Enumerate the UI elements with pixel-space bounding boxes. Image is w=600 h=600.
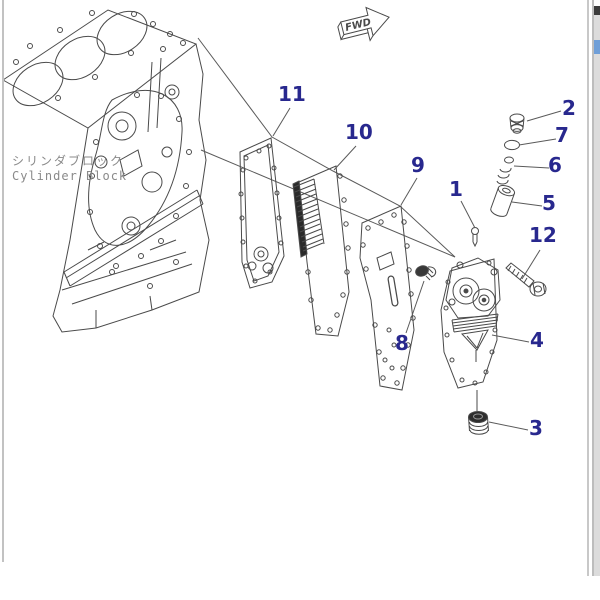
scrollbar-gap bbox=[594, 0, 600, 6]
scrollbar-thumb[interactable] bbox=[594, 40, 600, 54]
left-page-border bbox=[2, 0, 4, 562]
callout-part-3[interactable]: 3 bbox=[529, 416, 543, 440]
spring-part-6-drawing bbox=[496, 156, 514, 185]
plug-part-8-drawing bbox=[415, 265, 437, 281]
cylinder-block-label-en: Cylinder Block bbox=[12, 169, 128, 183]
callout-part-6[interactable]: 6 bbox=[548, 153, 562, 177]
scrollbar-track[interactable] bbox=[594, 0, 600, 576]
cylinder-block-label: シリンダブロック Cylinder Block bbox=[12, 154, 127, 184]
screw-part-1-drawing bbox=[471, 227, 479, 248]
gasket-part-drawing bbox=[238, 137, 285, 289]
oil-cooler-core-drawing bbox=[292, 165, 351, 337]
callout-part-7[interactable]: 7 bbox=[555, 123, 569, 147]
callout-part-11[interactable]: 11 bbox=[278, 82, 306, 106]
callout-part-9[interactable]: 9 bbox=[411, 153, 425, 177]
fwd-arrow: FWD bbox=[337, 6, 390, 42]
callout-part-1[interactable]: 1 bbox=[449, 177, 463, 201]
scrollbar-button[interactable] bbox=[594, 6, 600, 15]
callout-part-8[interactable]: 8 bbox=[395, 331, 409, 355]
callout-leader-lines bbox=[272, 107, 562, 431]
plug-part-2-drawing bbox=[509, 113, 525, 134]
callout-part-10[interactable]: 10 bbox=[345, 120, 373, 144]
oil-cooler-cover-assembly-drawing bbox=[440, 257, 501, 411]
callout-part-4[interactable]: 4 bbox=[530, 328, 544, 352]
bolt-part-12-drawing bbox=[505, 262, 547, 297]
right-page-border bbox=[587, 0, 589, 576]
callout-part-5[interactable]: 5 bbox=[542, 191, 556, 215]
callout-part-2[interactable]: 2 bbox=[562, 96, 576, 120]
plug-part-3-drawing bbox=[468, 411, 489, 435]
callout-part-12[interactable]: 12 bbox=[529, 223, 557, 247]
cover-plate-drawing bbox=[359, 205, 416, 391]
cylinder-block-drawing bbox=[2, 9, 210, 333]
valve-part-5-drawing bbox=[490, 184, 516, 217]
washer-part-7-drawing bbox=[504, 139, 520, 151]
alignment-lines bbox=[197, 37, 456, 258]
cylinder-block-label-jp: シリンダブロック bbox=[12, 154, 125, 168]
right-panel-border bbox=[592, 0, 594, 576]
